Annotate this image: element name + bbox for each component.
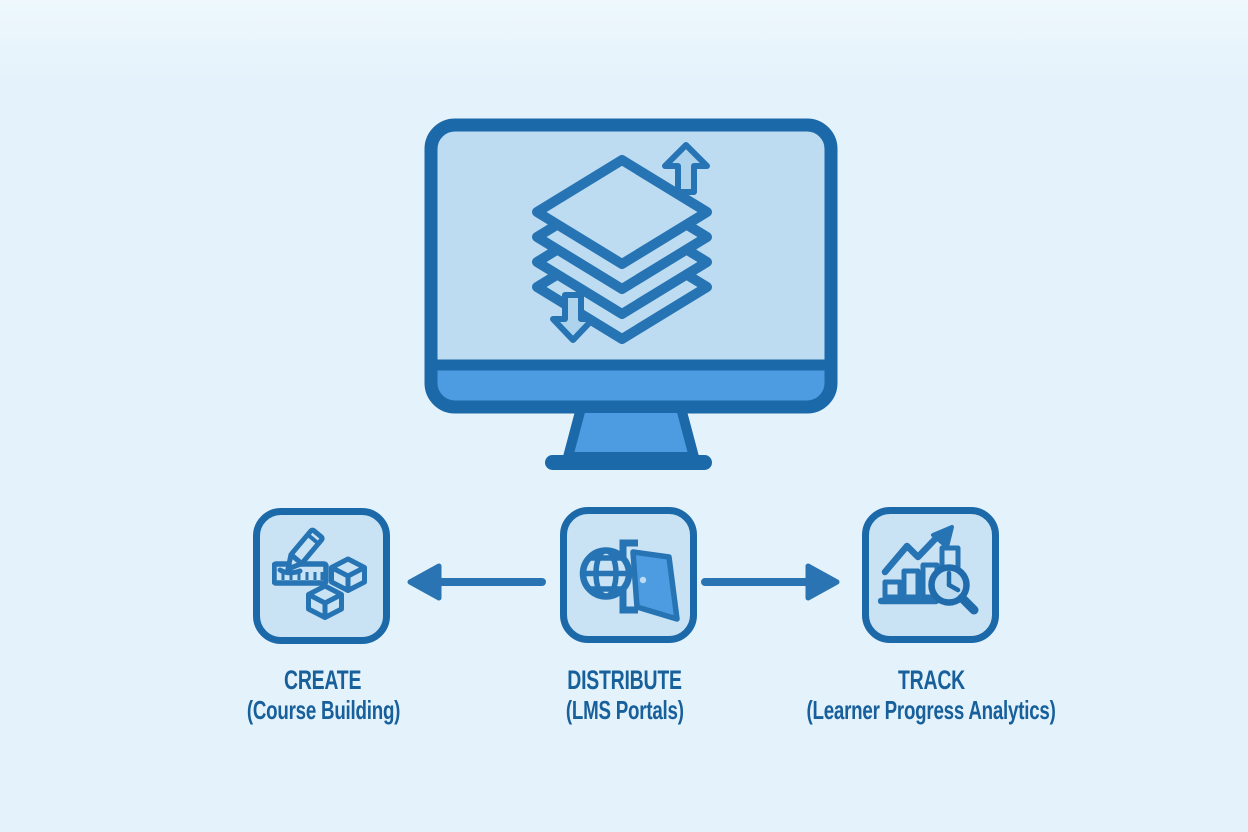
- door-panel: [630, 548, 680, 622]
- track-subtitle-text: (Learner Progress Analytics): [806, 695, 1056, 725]
- monitor-illustration: [424, 118, 838, 470]
- create-box: [253, 508, 390, 644]
- create-title: CREATE: [123, 665, 523, 696]
- track-title-text: TRACK: [897, 665, 965, 695]
- monitor-base: [545, 455, 712, 470]
- track-box: [862, 507, 999, 643]
- building-blocks: [305, 556, 367, 620]
- pencil-shading: [277, 567, 302, 576]
- pencil-ruler-blocks-icon: [271, 527, 367, 620]
- create-subtitle: (Course Building): [123, 696, 523, 725]
- distribute-subtitle-text: (LMS Portals): [566, 695, 684, 725]
- trend-arrowhead: [931, 524, 954, 549]
- magnifier-clock: [928, 563, 979, 614]
- globe-open-door-icon: [579, 539, 680, 622]
- upload-arrow-icon: [662, 142, 710, 195]
- distribute-title: DISTRIBUTE: [425, 665, 825, 696]
- trend-line: [881, 531, 943, 575]
- door-knob: [639, 576, 647, 583]
- track-title: TRACK: [731, 665, 1131, 696]
- chart-magnifier-clock-icon: [878, 524, 979, 614]
- create-subtitle-text: (Course Building): [246, 695, 400, 725]
- monitor-chin: [431, 365, 831, 407]
- globe-shape: [579, 546, 633, 600]
- arrow-left-icon: [407, 563, 546, 601]
- distribute-title-text: DISTRIBUTE: [567, 665, 683, 695]
- download-arrow-icon: [550, 292, 596, 343]
- distribute-subtitle: (LMS Portals): [425, 696, 825, 725]
- create-title-text: CREATE: [284, 665, 362, 695]
- track-subtitle: (Learner Progress Analytics): [731, 696, 1131, 725]
- arrow-right-icon: [701, 563, 840, 601]
- distribute-box: [560, 507, 697, 643]
- pencil-shape: [285, 527, 325, 572]
- monitor-stand: [563, 403, 699, 462]
